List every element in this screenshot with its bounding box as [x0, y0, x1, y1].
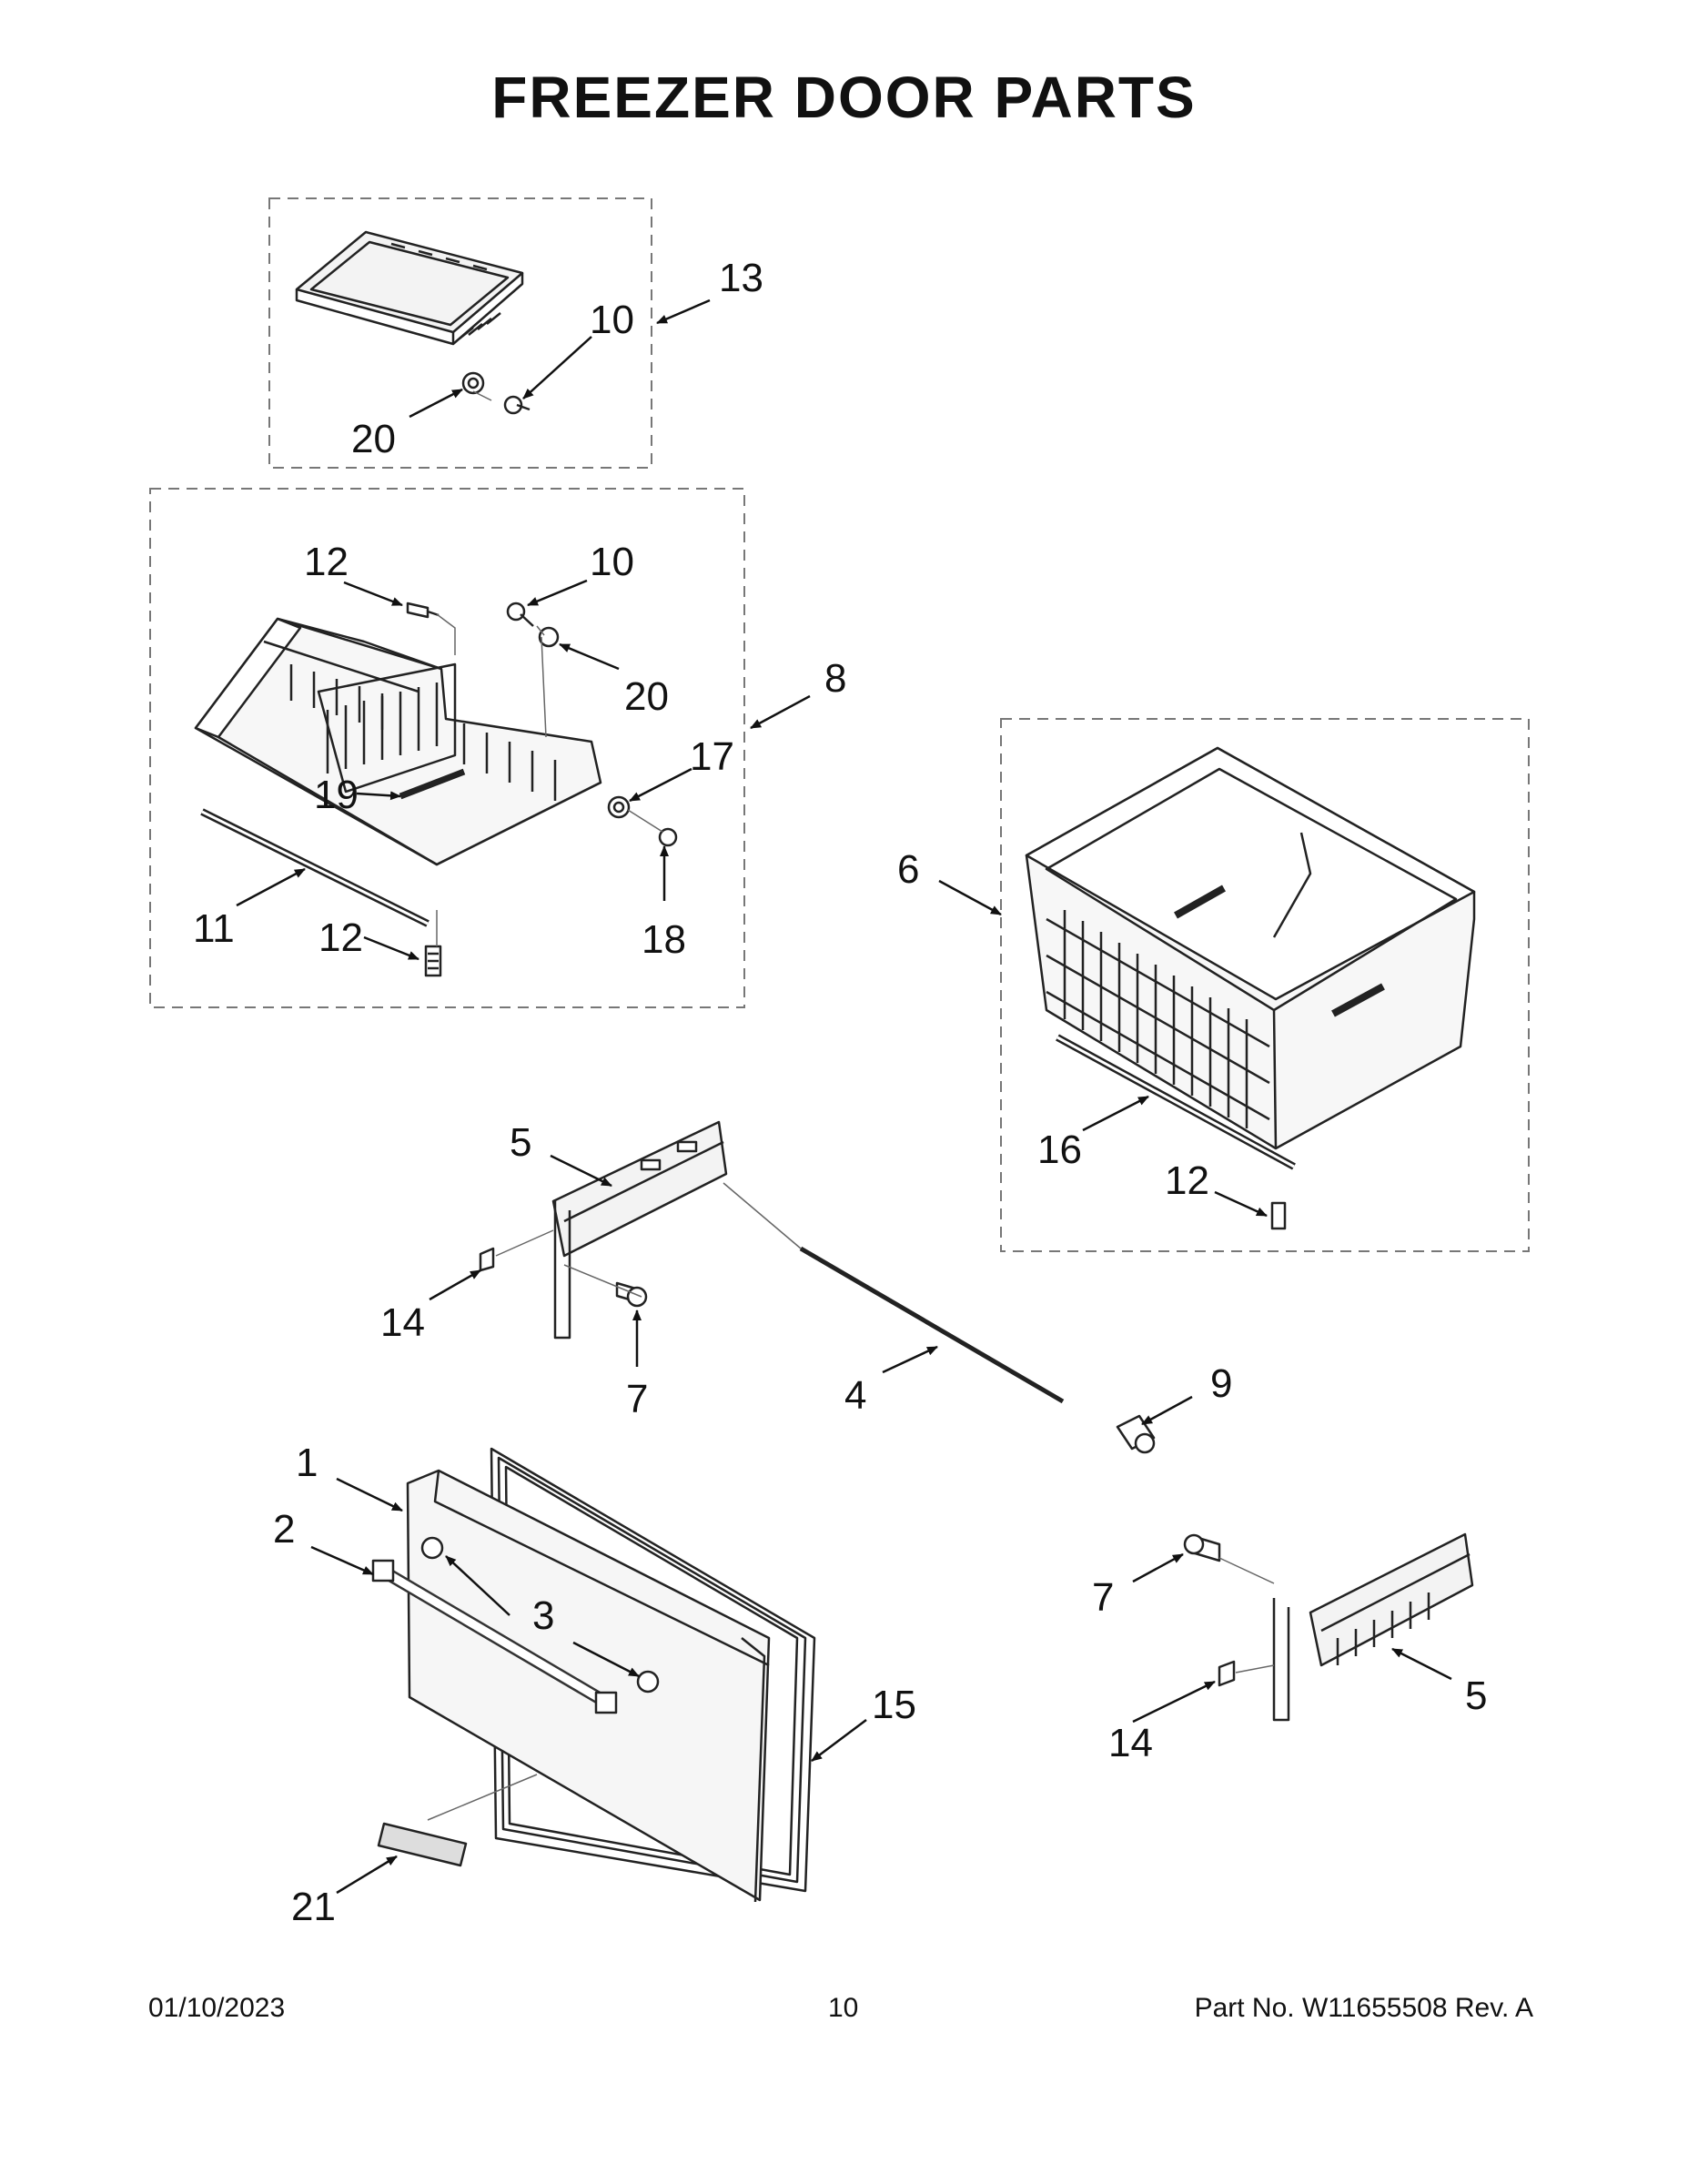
leader-line: [310, 1545, 374, 1576]
nut-part: [461, 371, 485, 395]
shelf-assembly-box: [268, 197, 652, 469]
leader-line: [750, 694, 811, 730]
leader-line: [356, 791, 401, 801]
leader-line: [336, 1477, 403, 1512]
leader-line: [1214, 1190, 1268, 1218]
shelf-tray-part: [295, 230, 524, 346]
screw-part: [506, 602, 534, 627]
leader-line: [343, 581, 403, 607]
lower-basket-assembly-box: [1000, 718, 1530, 1252]
clip-part: [1218, 1660, 1236, 1687]
callout-5: 5: [510, 1120, 531, 1165]
callout-3: 3: [532, 1593, 554, 1638]
footer-part-number: Part No. W11655508 Rev. A: [1194, 1993, 1533, 2023]
leader-line: [429, 1269, 481, 1301]
door-handle-part: [371, 1559, 618, 1714]
leader-line: [572, 1641, 640, 1678]
callout-1: 1: [296, 1441, 318, 1485]
leader-line: [882, 1345, 938, 1374]
leader-line: [1132, 1680, 1216, 1724]
footer-date: 01/10/2023: [148, 1993, 286, 2023]
page-title: FREEZER DOOR PARTS: [491, 65, 1197, 130]
small-screw-part: [406, 602, 440, 619]
leader-line: [1141, 1395, 1193, 1426]
callout-10: 10: [590, 540, 634, 584]
upper-basket-assembly-box: [149, 488, 745, 1008]
callout-7: 7: [626, 1377, 648, 1421]
callout-18: 18: [642, 917, 686, 962]
leader-line: [445, 1555, 510, 1616]
callout-13: 13: [719, 256, 763, 300]
screw-part: [615, 1281, 648, 1308]
callout-11: 11: [193, 906, 235, 951]
leader-line: [527, 579, 588, 607]
callout-21: 21: [291, 1885, 336, 1929]
callout-12: 12: [304, 540, 349, 584]
callout-2: 2: [273, 1507, 295, 1552]
callout-14: 14: [1108, 1721, 1153, 1765]
leader-line: [938, 879, 1002, 916]
callout-6: 6: [897, 847, 919, 892]
leader-line: [236, 867, 306, 907]
leader-line: [550, 1154, 612, 1188]
emblem-part: [377, 1822, 468, 1867]
handle-mount-stud: [636, 1670, 660, 1694]
wheel-part: [607, 795, 631, 819]
callout-16: 16: [1037, 1127, 1082, 1172]
leader-line: [559, 642, 620, 671]
callout-19: 19: [314, 773, 359, 817]
callout-17: 17: [690, 734, 734, 779]
callout-10: 10: [590, 298, 634, 342]
callout-8: 8: [824, 656, 846, 701]
leader-line: [1132, 1552, 1184, 1583]
bottom-screw-part: [424, 945, 442, 977]
callout-12: 12: [318, 915, 363, 960]
screw-part: [503, 395, 531, 415]
right-slide-rail-part: [1272, 1532, 1474, 1722]
bottom-screw-part: [1270, 1201, 1287, 1230]
leader-line: [363, 935, 419, 961]
callout-15: 15: [872, 1683, 916, 1727]
leader-line: [522, 336, 592, 399]
callout-20: 20: [624, 674, 669, 719]
leader-line: [409, 388, 463, 419]
left-slide-rail-part: [551, 1120, 728, 1340]
shaft-part: [799, 1246, 1065, 1404]
callout-5: 5: [1465, 1673, 1487, 1718]
nut-part: [538, 626, 560, 648]
leader-line: [1391, 1647, 1452, 1681]
screw-part: [1183, 1533, 1221, 1562]
upper-basket-part: [194, 617, 602, 866]
lower-basket-part: [1025, 746, 1476, 1150]
leader-line: [656, 298, 711, 325]
callout-9: 9: [1210, 1361, 1232, 1406]
handle-mount-stud: [420, 1536, 444, 1560]
leader-line: [629, 767, 692, 803]
callout-7: 7: [1092, 1575, 1114, 1620]
callout-4: 4: [844, 1373, 866, 1418]
callout-12: 12: [1165, 1158, 1209, 1203]
leader-line: [811, 1719, 867, 1762]
clip-part: [479, 1247, 495, 1272]
leader-line: [1082, 1095, 1149, 1132]
callout-20: 20: [351, 417, 396, 461]
leader-line: [336, 1855, 398, 1895]
callout-14: 14: [380, 1300, 425, 1345]
footer-page-number: 10: [828, 1993, 859, 2023]
